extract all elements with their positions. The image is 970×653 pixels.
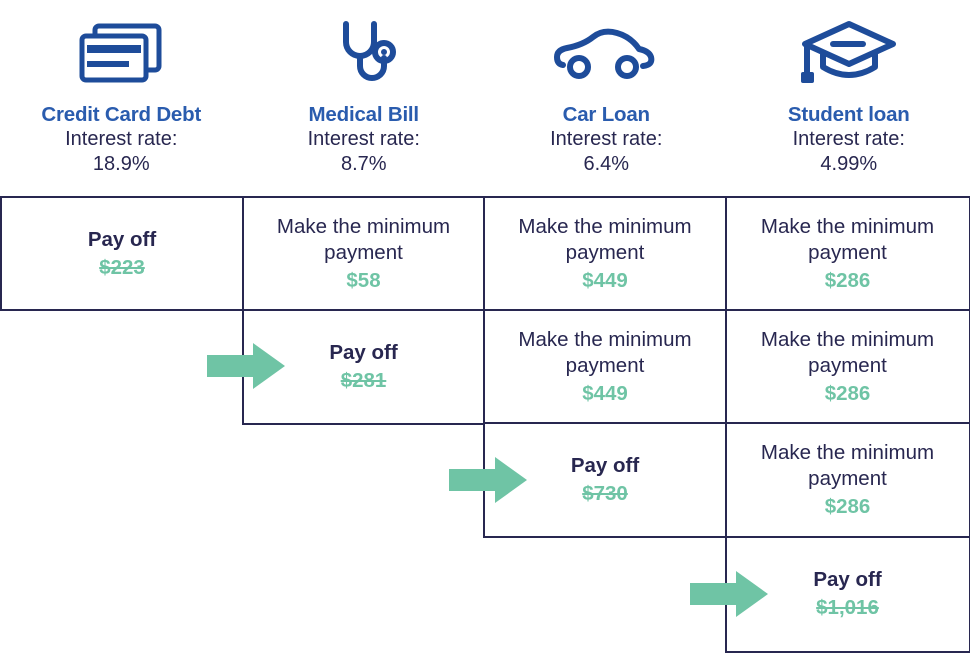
cell-amount: $286 — [824, 381, 871, 405]
cell-amount: $286 — [824, 495, 871, 518]
table-cell[interactable]: Pay off $281 — [241, 308, 486, 425]
interest-rate-label: Interest rate: — [307, 128, 420, 150]
stethoscope-icon — [316, 8, 412, 100]
debt-header-car-loan: Car Loan Interest rate: 6.4% — [485, 0, 728, 196]
debt-header-credit-card-debt: Credit Card Debt Interest rate: 18.9% — [0, 0, 243, 196]
table-cell[interactable]: Make the minimum payment $286 — [724, 308, 970, 425]
debt-name: Credit Card Debt — [41, 103, 202, 126]
cell-action: Make the minimum payment — [276, 214, 451, 264]
cell-action: Make the minimum payment — [760, 327, 935, 377]
cell-action: Make the minimum payment — [760, 441, 935, 490]
debt-header-medical-bill: Medical Bill Interest rate: 8.7% — [243, 0, 486, 196]
cell-action: Pay off — [87, 227, 157, 251]
interest-rate-value: 8.7% — [340, 153, 387, 175]
cell-amount: $1,016 — [816, 596, 879, 619]
interest-rate-label: Interest rate: — [65, 128, 178, 150]
table-cell[interactable]: Pay off $1,016 — [724, 535, 970, 653]
interest-rate-label: Interest rate: — [792, 128, 905, 150]
table-cell[interactable]: Make the minimum payment $449 — [483, 308, 727, 425]
debt-header-student-loan: Student loan Interest rate: 4.99% — [728, 0, 970, 196]
cell-amount: $449 — [582, 381, 628, 405]
graduation-cap-icon — [797, 8, 901, 100]
payment-plan-grid: Pay off $223 Make the minimum payment $5… — [0, 196, 970, 653]
cell-action: Pay off — [813, 568, 882, 591]
interest-rate-value: 6.4% — [583, 153, 630, 175]
cell-action: Make the minimum payment — [518, 214, 692, 264]
cell-amount: $286 — [824, 268, 871, 292]
debt-name: Student loan — [787, 103, 910, 126]
cell-amount: $281 — [340, 368, 387, 392]
table-cell[interactable]: Pay off $730 — [483, 422, 727, 538]
credit-cards-icon — [73, 8, 169, 100]
cell-amount: $449 — [582, 268, 628, 292]
car-icon — [551, 8, 661, 100]
table-cell[interactable]: Make the minimum payment $58 — [241, 196, 486, 311]
debt-headers: Credit Card Debt Interest rate: 18.9% Me… — [0, 0, 970, 196]
interest-rate-value: 18.9% — [92, 153, 150, 175]
table-cell[interactable]: Make the minimum payment $449 — [483, 196, 727, 311]
debt-name: Medical Bill — [308, 103, 420, 126]
cell-amount: $730 — [582, 482, 628, 505]
cell-action: Make the minimum payment — [518, 327, 692, 377]
cell-action: Make the minimum payment — [760, 214, 935, 264]
cell-amount: $58 — [346, 268, 381, 292]
table-cell[interactable]: Make the minimum payment $286 — [724, 422, 970, 538]
interest-rate-label: Interest rate: — [550, 128, 663, 150]
interest-rate-value: 4.99% — [820, 153, 878, 175]
table-cell[interactable]: Pay off $223 — [0, 196, 244, 311]
cell-amount: $223 — [99, 255, 145, 279]
table-cell[interactable]: Make the minimum payment $286 — [724, 196, 970, 311]
cell-action: Pay off — [329, 340, 398, 364]
debt-name: Car Loan — [562, 103, 650, 126]
cell-action: Pay off — [570, 454, 640, 477]
